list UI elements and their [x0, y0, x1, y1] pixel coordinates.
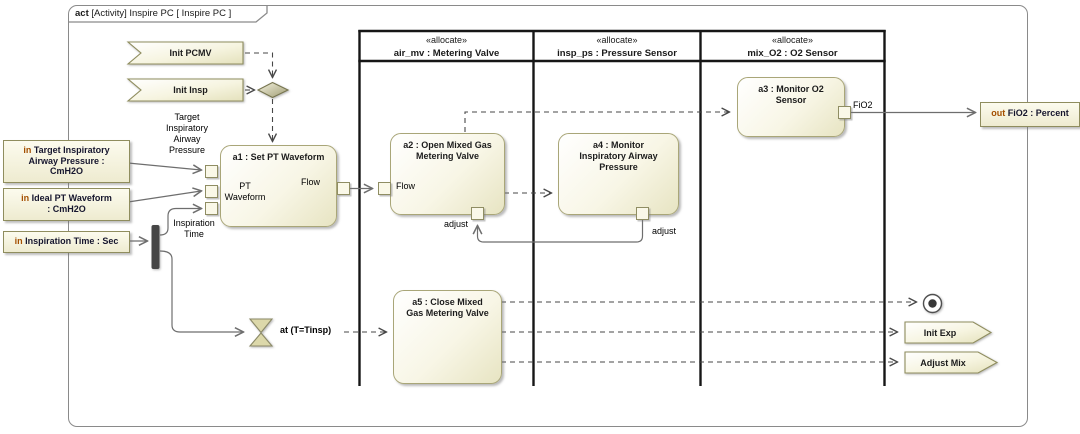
a1-pin-pt-waveform[interactable]	[205, 185, 218, 198]
send-signal-label-adjust-mix: Adjust Mix	[920, 357, 966, 368]
flow-in1-to-a1pin1	[127, 162, 201, 170]
frame-keyword: act	[75, 7, 89, 19]
param-in-ideal-pt-waveform[interactable]: in Ideal PT Waveform : CmH2O	[3, 188, 130, 221]
param-keyword: in	[21, 193, 30, 203]
cf-a2-to-a3	[464, 112, 729, 132]
pin-label-fio2: FiO2	[853, 100, 873, 110]
pin-label-inspiration-time: Inspiration Time	[173, 218, 215, 239]
a2-pin-flow-in[interactable]	[378, 182, 391, 195]
time-event-hourglass-icon[interactable]	[248, 318, 274, 347]
action-a4-monitor-inspiratory-airway-pressure[interactable]: a4 : Monitor Inspiratory Airway Pressure	[558, 133, 679, 215]
flow-fork-to-timeevent	[159, 250, 243, 332]
lane-stereotype: «allocate»	[771, 35, 814, 45]
accept-event-label-init-insp: Init Insp	[173, 85, 208, 95]
send-signal-label-init-exp: Init Exp	[923, 327, 957, 338]
param-keyword: in	[14, 235, 23, 246]
lane-header-mix-o2[interactable]: «allocate» mix_O2 : O2 Sensor	[701, 34, 884, 60]
pin-label-adjust-a2: adjust	[443, 219, 468, 229]
pin-label-flow-in: Flow	[396, 181, 416, 191]
send-signal-adjust-mix[interactable]	[904, 351, 999, 374]
flow-a4adjust-to-a2adjust	[478, 220, 644, 243]
param-label: FiO2 : Percent	[1007, 108, 1069, 118]
pin-label-pt-waveform: PT Waveform	[224, 181, 266, 202]
lane-header-insp-ps[interactable]: «allocate» insp_ps : Pressure Sensor	[534, 34, 700, 60]
action-title: a5 : Close Mixed Gas Metering Valve	[406, 297, 489, 318]
param-label: Ideal PT Waveform : CmH2O	[31, 193, 112, 214]
a1-pin-target-pressure[interactable]	[205, 165, 218, 178]
param-label: Inspiration Time : Sec	[25, 235, 119, 246]
action-title: a3 : Monitor O2 Sensor	[758, 84, 824, 105]
param-keyword: out	[991, 108, 1006, 118]
a3-pin-fio2[interactable]	[838, 106, 851, 119]
swimlane-grid	[358, 29, 886, 386]
action-a2-open-mixed-gas-metering-valve[interactable]: a2 : Open Mixed Gas Metering Valve	[390, 133, 505, 215]
action-a5-close-mixed-gas-metering-valve[interactable]: a5 : Close Mixed Gas Metering Valve	[393, 290, 502, 384]
lane-stereotype: «allocate»	[596, 35, 638, 45]
a1-pin-inspiration-time[interactable]	[205, 202, 218, 215]
pin-label-flow-out: Flow	[301, 177, 321, 187]
fork-node[interactable]	[151, 225, 160, 269]
accept-event-label-init-pcmv: Init PCMV	[169, 48, 212, 58]
final-node-inner-dot	[928, 299, 937, 308]
lane-header-air-mv[interactable]: «allocate» air_mv : Metering Valve	[360, 34, 533, 60]
lane-stereotype: «allocate»	[425, 35, 468, 45]
time-trigger-label: at (T=Tinsp)	[280, 325, 332, 335]
a1-pin-flow-out[interactable]	[337, 182, 350, 195]
activity-frame	[68, 5, 1028, 427]
pin-label-adjust-a4: adjust	[652, 226, 677, 236]
frame-title: act [Activity] Inspire PC [ Inspire PC ]	[75, 7, 232, 19]
action-title: a2 : Open Mixed Gas Metering Valve	[403, 140, 492, 161]
lane-name: mix_O2 : O2 Sensor	[747, 48, 838, 59]
param-in-inspiration-time[interactable]: in Inspiration Time : Sec	[3, 231, 130, 253]
a4-pin-adjust[interactable]	[636, 207, 649, 220]
flow-in2-to-a1pin2	[127, 191, 201, 203]
action-a3-monitor-o2-sensor[interactable]: a3 : Monitor O2 Sensor	[737, 77, 845, 137]
lane-name: air_mv : Metering Valve	[393, 48, 500, 59]
cf-initpcmv-to-merge	[245, 52, 273, 77]
param-out-fio2[interactable]: out FiO2 : Percent	[980, 102, 1080, 127]
accept-event-init-insp[interactable]	[126, 78, 244, 102]
a2-pin-adjust[interactable]	[471, 207, 484, 220]
flow-fork-to-a1pin3	[159, 209, 201, 236]
action-title: a1 : Set PT Waveform	[232, 152, 325, 162]
send-signal-init-exp[interactable]	[904, 321, 993, 344]
accept-event-init-pcmv[interactable]	[126, 41, 244, 65]
pin-label-target-pressure: Target Inspiratory Airway Pressure	[165, 112, 209, 155]
param-label: Target Inspiratory Airway Pressure : CmH…	[28, 145, 110, 176]
activity-final-node[interactable]	[922, 293, 943, 314]
frame-tab-outline	[69, 6, 268, 23]
param-in-target-inspiratory-airway-pressure[interactable]: in Target Inspiratory Airway Pressure : …	[3, 140, 130, 183]
param-keyword: in	[23, 145, 32, 155]
action-a1-set-pt-waveform[interactable]: a1 : Set PT Waveform	[220, 145, 337, 227]
lane-name: insp_ps : Pressure Sensor	[557, 48, 677, 59]
merge-node[interactable]	[256, 81, 290, 99]
action-title: a4 : Monitor Inspiratory Airway Pressure	[579, 140, 658, 172]
